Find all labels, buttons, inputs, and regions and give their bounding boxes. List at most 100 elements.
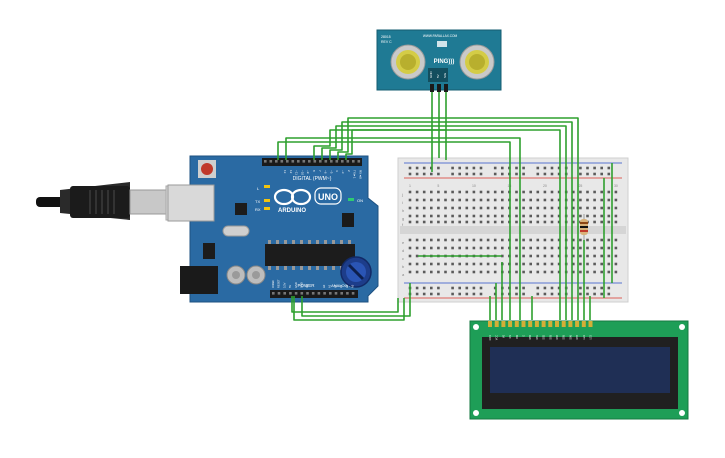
breadboard-hole[interactable] (515, 190, 518, 194)
breadboard-hole[interactable] (451, 270, 454, 274)
breadboard-hole[interactable] (408, 206, 412, 210)
breadboard-hole[interactable] (607, 254, 611, 258)
header-pin[interactable] (308, 160, 311, 163)
breadboard-hole[interactable] (479, 198, 483, 202)
breadboard-hole[interactable] (536, 286, 540, 290)
breadboard-hole[interactable] (451, 246, 454, 250)
breadboard-hole[interactable] (522, 246, 525, 250)
breadboard-hole[interactable] (579, 246, 582, 250)
breadboard-hole[interactable] (536, 214, 540, 218)
breadboard-hole[interactable] (529, 214, 532, 218)
breadboard-hole[interactable] (501, 190, 504, 194)
breadboard-hole[interactable] (529, 254, 532, 258)
header-pin[interactable] (329, 292, 332, 295)
breadboard-hole[interactable] (607, 262, 611, 266)
breadboard-hole[interactable] (408, 270, 412, 274)
breadboard-hole[interactable] (486, 190, 490, 194)
breadboard-hole[interactable] (515, 270, 518, 274)
breadboard-hole[interactable] (408, 172, 412, 176)
breadboard-hole[interactable] (614, 270, 618, 274)
breadboard-hole[interactable] (572, 198, 575, 202)
breadboard-hole[interactable] (430, 172, 433, 176)
breadboard-hole[interactable] (550, 166, 554, 170)
breadboard-hole[interactable] (515, 238, 518, 242)
header-pin[interactable] (324, 160, 328, 163)
breadboard-hole[interactable] (515, 254, 518, 258)
breadboard-hole[interactable] (614, 246, 618, 250)
breadboard-hole[interactable] (415, 270, 419, 274)
breadboard-hole[interactable] (444, 270, 447, 274)
breadboard-hole[interactable] (458, 292, 461, 296)
breadboard-hole[interactable] (536, 238, 540, 242)
breadboard-hole[interactable] (422, 166, 426, 170)
lcd-pin[interactable] (555, 321, 559, 327)
breadboard-hole[interactable] (536, 246, 540, 250)
breadboard-hole[interactable] (493, 166, 497, 170)
breadboard-hole[interactable] (501, 198, 504, 202)
breadboard-hole[interactable] (408, 262, 412, 266)
breadboard-hole[interactable] (408, 246, 412, 250)
breadboard-hole[interactable] (430, 292, 433, 296)
breadboard-hole[interactable] (458, 238, 461, 242)
breadboard-hole[interactable] (607, 270, 611, 274)
breadboard-hole[interactable] (486, 262, 490, 266)
breadboard-hole[interactable] (579, 214, 582, 218)
breadboard-hole[interactable] (465, 270, 469, 274)
breadboard-hole[interactable] (437, 172, 440, 176)
breadboard-hole[interactable] (614, 198, 618, 202)
breadboard-hole[interactable] (479, 238, 483, 242)
breadboard-hole[interactable] (550, 198, 554, 202)
breadboard-hole[interactable] (557, 254, 561, 258)
header-pin[interactable] (280, 160, 284, 163)
breadboard-hole[interactable] (614, 214, 618, 218)
breadboard-hole[interactable] (522, 270, 525, 274)
breadboard-hole[interactable] (586, 206, 589, 210)
breadboard-hole[interactable] (415, 286, 419, 290)
header-pin[interactable] (334, 292, 338, 295)
breadboard-hole[interactable] (543, 198, 547, 202)
breadboard-hole[interactable] (529, 270, 532, 274)
breadboard-hole[interactable] (408, 198, 412, 202)
header-pin[interactable] (352, 160, 355, 163)
breadboard-hole[interactable] (415, 198, 419, 202)
breadboard-hole[interactable] (479, 262, 483, 266)
reset-button[interactable] (198, 160, 216, 178)
breadboard-hole[interactable] (415, 220, 419, 224)
breadboard-hole[interactable] (579, 262, 582, 266)
breadboard-hole[interactable] (593, 198, 596, 202)
breadboard-hole[interactable] (543, 254, 547, 258)
breadboard-hole[interactable] (522, 220, 525, 224)
breadboard-hole[interactable] (437, 220, 440, 224)
breadboard-hole[interactable] (550, 206, 554, 210)
breadboard-hole[interactable] (479, 190, 483, 194)
header-pin[interactable] (313, 160, 317, 163)
header-pin[interactable] (330, 160, 333, 163)
breadboard-hole[interactable] (557, 198, 561, 202)
breadboard-hole[interactable] (437, 286, 440, 290)
breadboard-hole[interactable] (536, 172, 540, 176)
breadboard-hole[interactable] (458, 190, 461, 194)
breadboard-hole[interactable] (501, 254, 504, 258)
breadboard-hole[interactable] (486, 246, 490, 250)
breadboard-hole[interactable] (430, 286, 433, 290)
breadboard-hole[interactable] (472, 246, 476, 250)
breadboard-hole[interactable] (472, 214, 476, 218)
breadboard-hole[interactable] (600, 286, 603, 290)
breadboard-hole[interactable] (415, 166, 419, 170)
breadboard-hole[interactable] (593, 220, 596, 224)
breadboard-hole[interactable] (465, 286, 469, 290)
breadboard-hole[interactable] (543, 238, 547, 242)
breadboard-hole[interactable] (536, 190, 540, 194)
breadboard-hole[interactable] (522, 286, 525, 290)
lcd-pin[interactable] (494, 321, 499, 327)
breadboard-hole[interactable] (422, 198, 426, 202)
breadboard-hole[interactable] (437, 262, 440, 266)
breadboard-hole[interactable] (430, 270, 433, 274)
breadboard-hole[interactable] (557, 238, 561, 242)
breadboard-hole[interactable] (515, 246, 518, 250)
header-pin[interactable] (357, 160, 361, 163)
breadboard-hole[interactable] (607, 292, 611, 296)
header-pin[interactable] (346, 292, 349, 295)
